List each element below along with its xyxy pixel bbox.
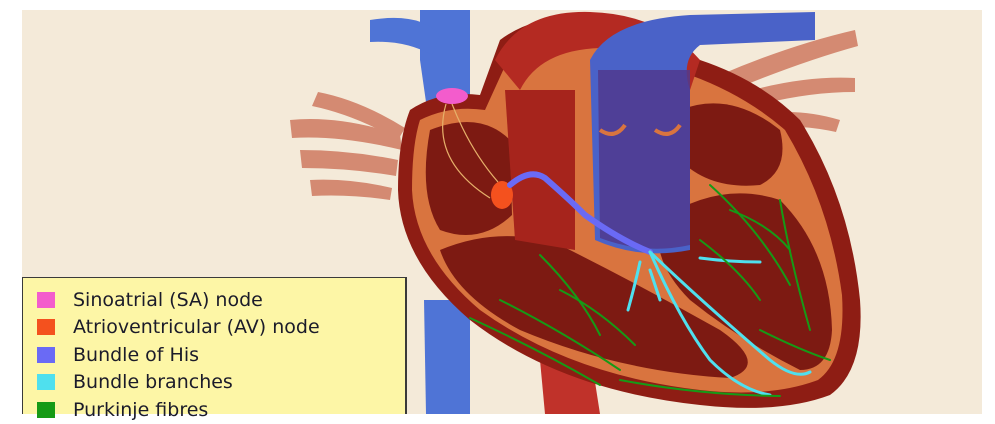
legend-label-bundle-branches: Bundle branches (73, 371, 233, 393)
legend-swatch-sa-node (37, 292, 55, 308)
legend-swatch-bundle-branches (37, 374, 55, 390)
legend-item-purkinje-fibres: Purkinje fibres (37, 396, 405, 424)
legend-item-bundle-branches: Bundle branches (37, 369, 405, 397)
legend-label-av-node: Atrioventricular (AV) node (73, 316, 320, 338)
legend-swatch-purkinje-fibres (37, 402, 55, 418)
legend-box: Sinoatrial (SA) node Atrioventricular (A… (22, 277, 407, 414)
legend-label-bundle-of-his: Bundle of His (73, 344, 199, 366)
pulmonary-trunk-shade (598, 70, 690, 249)
sa-node (436, 88, 468, 104)
legend-swatch-bundle-of-his (37, 347, 55, 363)
legend-label-purkinje-fibres: Purkinje fibres (73, 399, 208, 421)
ascending-aorta (505, 90, 575, 250)
legend-item-sa-node: Sinoatrial (SA) node (37, 286, 405, 314)
legend-item-av-node: Atrioventricular (AV) node (37, 314, 405, 342)
legend-label-sa-node: Sinoatrial (SA) node (73, 289, 263, 311)
inferior-vena-cava (424, 300, 470, 414)
heart-conduction-diagram: Sinoatrial (SA) node Atrioventricular (A… (0, 0, 995, 414)
legend-swatch-av-node (37, 319, 55, 335)
legend-item-bundle-of-his: Bundle of His (37, 341, 405, 369)
